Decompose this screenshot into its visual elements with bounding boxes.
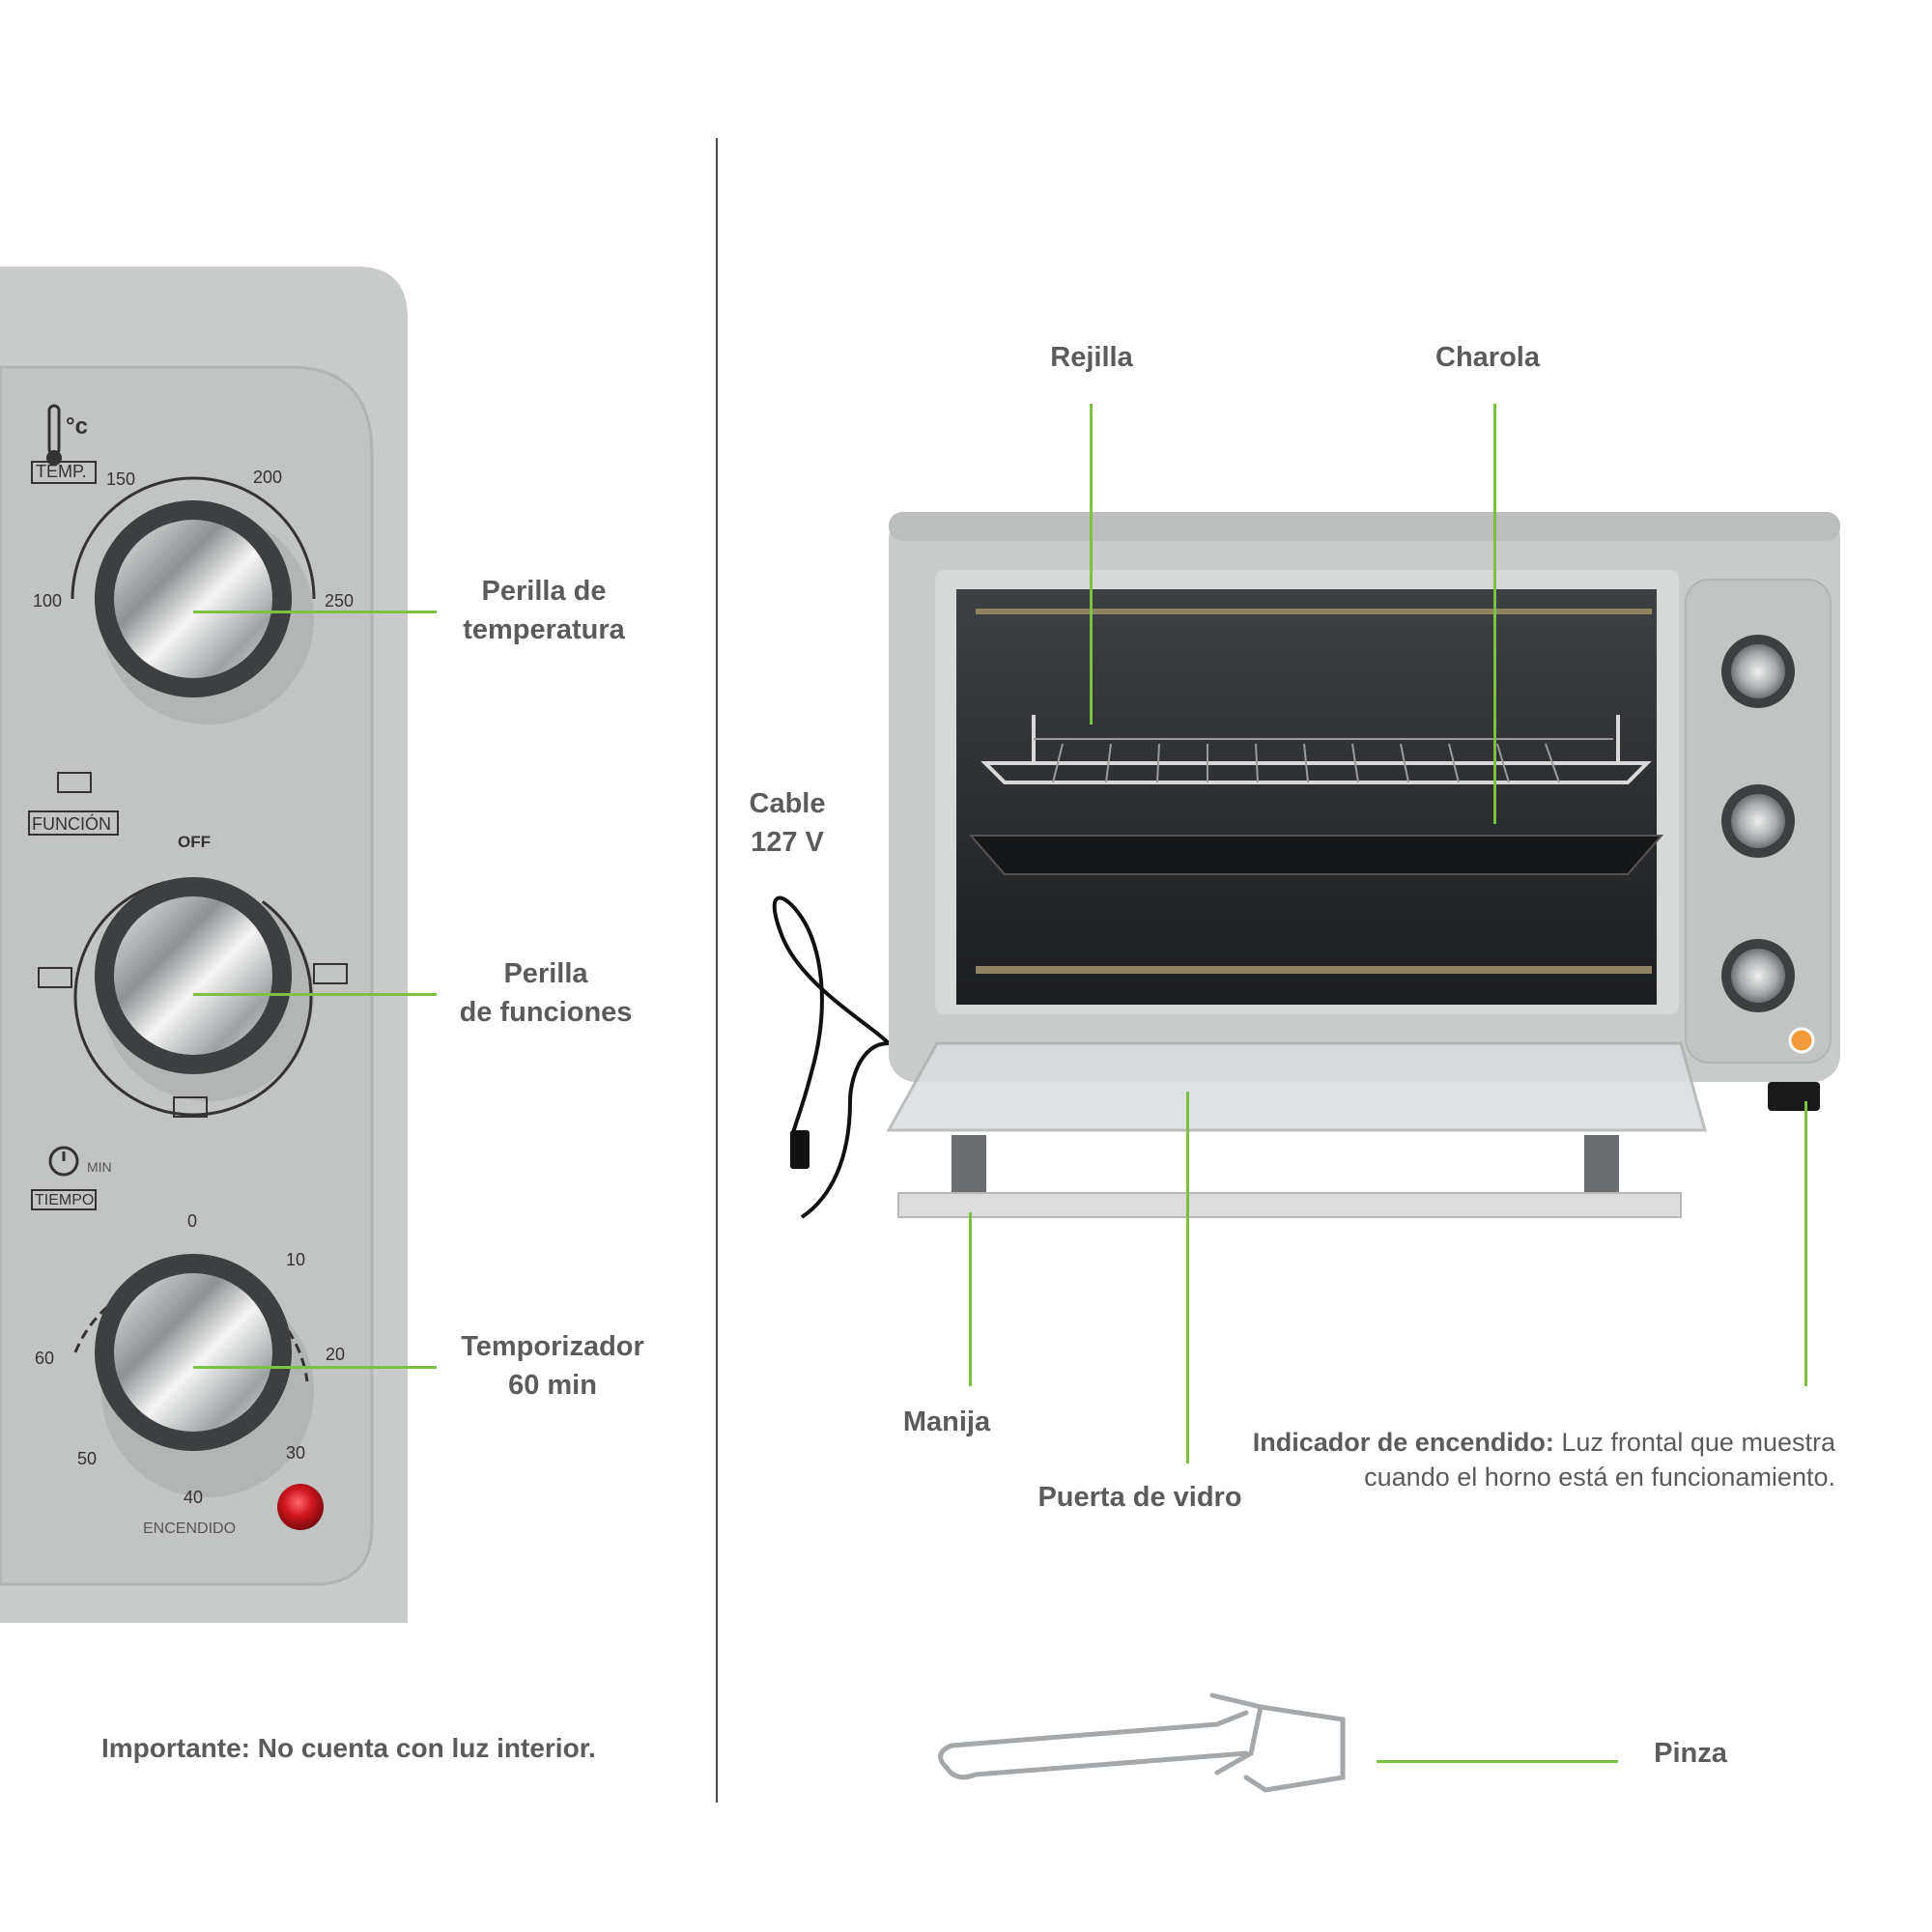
callout-temp-knob: Perilla de temperatura (447, 572, 640, 649)
temp-scale-150: 150 (106, 469, 136, 489)
time-unit: MIN (87, 1159, 112, 1175)
vertical-divider (716, 138, 718, 1803)
temp-tag: TEMP. (36, 462, 87, 481)
callout-timer-line1: Temporizador (461, 1331, 644, 1362)
temp-unit-text: °c (66, 413, 88, 440)
callout-line-function (193, 993, 437, 996)
important-note: Importante: No cuenta con luz interior. (101, 1733, 596, 1763)
time-tag: TIEMPO (35, 1192, 95, 1208)
callout-tongs: Pinza (1654, 1738, 1727, 1769)
callout-line-tongs (1377, 1760, 1618, 1763)
time-scale-40: 40 (184, 1488, 204, 1507)
tongs-illustration (927, 1686, 1362, 1821)
tongs-svg (938, 1692, 1346, 1793)
callout-timer-line2: 60 min (508, 1370, 597, 1401)
callout-cable: Cable 127 V (715, 784, 860, 862)
callout-function-knob: Perilla de funciones (449, 954, 642, 1032)
callout-line-rack (1090, 404, 1093, 724)
power-label: ENCENDIDO (143, 1520, 237, 1537)
callout-tray: Charola (1435, 342, 1540, 373)
oven-illustration (744, 502, 1855, 1236)
control-panel-illustration (0, 267, 408, 1623)
callout-line-temp (193, 611, 437, 613)
temp-scale-100: 100 (33, 591, 63, 611)
callout-line-handle (969, 1212, 972, 1386)
callout-timer-knob: Temporizador 60 min (456, 1327, 649, 1405)
callout-temp-line1: Perilla de (481, 576, 607, 607)
callout-rack: Rejilla (1050, 342, 1133, 373)
time-scale-50: 50 (77, 1449, 98, 1468)
callout-cable-line2: 127 V (751, 827, 824, 858)
callout-function-line1: Perilla (503, 958, 588, 989)
oven-svg (772, 512, 1840, 1219)
callout-line-glass-door (1186, 1092, 1189, 1463)
time-scale-10: 10 (286, 1250, 306, 1269)
function-tag: FUNCIÓN (32, 814, 111, 834)
time-scale-20: 20 (326, 1345, 346, 1364)
callout-cable-line1: Cable (749, 788, 826, 819)
time-scale-30: 30 (286, 1443, 306, 1463)
callout-power-title: Indicador de encendido: (1252, 1428, 1554, 1457)
function-off-label: OFF (178, 833, 211, 851)
control-panel-closeup (0, 261, 415, 1633)
temp-scale-200: 200 (253, 468, 283, 487)
callout-temp-line2: temperatura (463, 614, 625, 645)
temp-scale-250: 250 (325, 591, 355, 611)
callout-handle: Manija (902, 1406, 991, 1437)
time-scale-60: 60 (35, 1349, 55, 1368)
callout-line-timer (193, 1366, 437, 1369)
time-scale-0: 0 (187, 1211, 198, 1231)
callout-line-power (1804, 1101, 1807, 1386)
callout-power-text: Luz frontal que muestra cuando el horno … (1364, 1428, 1835, 1492)
callout-power-indicator: Indicador de encendido: Luz frontal que … (1236, 1425, 1835, 1494)
callout-glass-door: Puerta de vidro (1037, 1482, 1242, 1513)
callout-line-tray (1493, 404, 1496, 824)
callout-function-line2: de funciones (459, 997, 633, 1028)
